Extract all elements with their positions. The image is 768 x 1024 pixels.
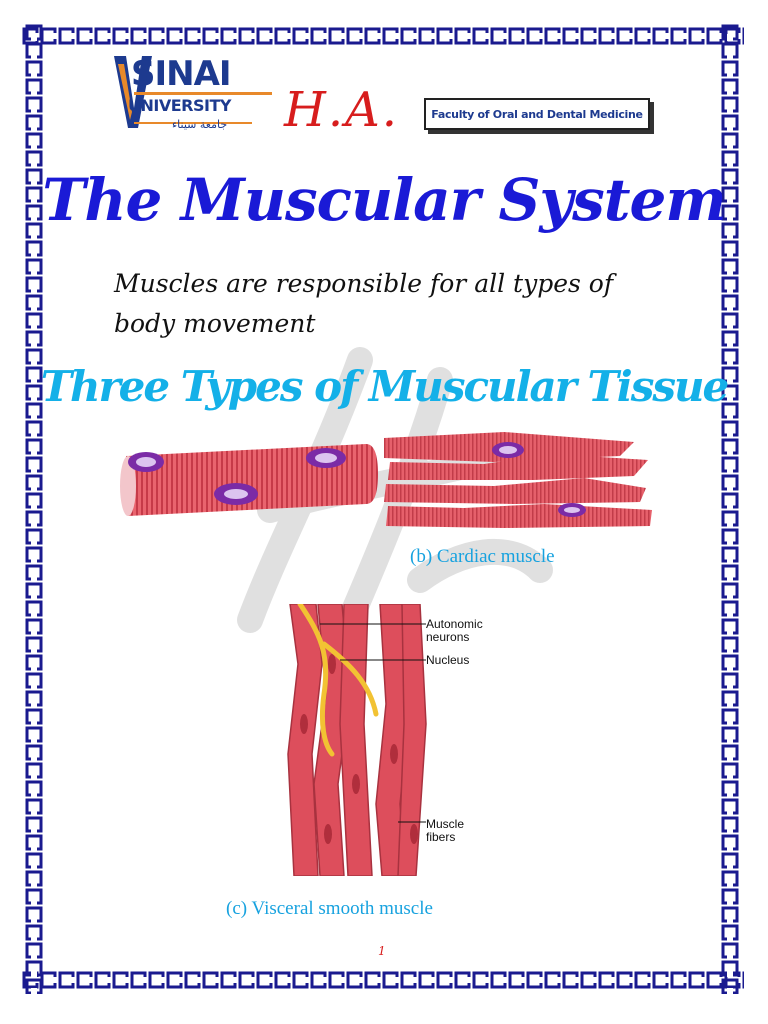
smooth-muscle-illustration	[287, 604, 427, 876]
page-border-left	[22, 24, 48, 994]
faculty-name: Faculty of Oral and Dental Medicine	[431, 107, 643, 121]
page-title: The Muscular System	[42, 166, 727, 234]
intro-text: Muscles are responsible for all types of…	[114, 269, 614, 338]
logo-name: SINAI	[131, 54, 232, 94]
author-initials: H.A.	[284, 82, 400, 138]
sinai-university-logo	[112, 50, 274, 134]
faculty-banner: Faculty of Oral and Dental Medicine	[424, 98, 650, 130]
page-border-bottom	[22, 968, 744, 994]
page-number: 1	[378, 944, 386, 958]
logo-arabic: جامعة سيناء	[172, 118, 228, 131]
page-border-top	[22, 24, 744, 50]
page-border-right	[718, 24, 744, 994]
smooth-muscle-caption: (c) Visceral smooth muscle	[226, 898, 433, 919]
cardiac-muscle-illustration	[384, 432, 652, 528]
skeletal-muscle-illustration	[120, 444, 378, 516]
label-muscle-fibers: Muscle fibers	[426, 817, 465, 844]
label-autonomic-neurons: Autonomic neurons	[426, 617, 483, 644]
label-nucleus: Nucleus	[426, 653, 470, 667]
logo-subtitle: UNIVERSITY	[128, 96, 231, 115]
cardiac-caption: (b) Cardiac muscle	[410, 546, 555, 567]
section-subtitle: Three Types of Muscular Tissue	[40, 362, 730, 411]
